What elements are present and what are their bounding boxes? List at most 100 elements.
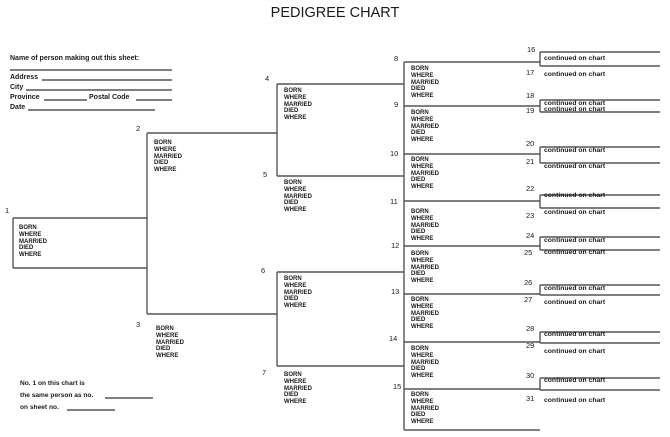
person-5-where-label: WHERE xyxy=(284,186,307,193)
person-10-where-label: WHERE xyxy=(411,184,434,191)
date-label: Date xyxy=(10,104,26,111)
ancestor-29-continued-label: continued on chart xyxy=(544,348,606,355)
person-6-where-label: WHERE xyxy=(284,303,307,310)
person-2-where-label: WHERE xyxy=(154,167,177,174)
note-line-3: on sheet no. xyxy=(20,404,59,411)
person-14-married-label: MARRIED xyxy=(411,359,439,366)
person-8-died-label: DIED xyxy=(411,86,426,93)
person-11-number: 11 xyxy=(390,197,398,206)
person-1-born-label: BORN xyxy=(19,225,37,231)
person-10-born-label: BORN xyxy=(411,157,429,163)
person-6-number: 6 xyxy=(261,266,266,275)
person-15-where-label: WHERE xyxy=(411,419,434,426)
person-13-died-label: DIED xyxy=(411,317,426,324)
ancestor-22-number: 22 xyxy=(526,184,535,193)
person-10-died-label: DIED xyxy=(411,177,426,184)
ancestor-29-number: 29 xyxy=(526,341,535,350)
person-15-died-label: DIED xyxy=(411,412,426,419)
person-8-married-label: MARRIED xyxy=(411,79,439,86)
person-15-born-label: BORN xyxy=(411,392,429,398)
person-12-born-label: BORN xyxy=(411,251,429,257)
person-1-died-label: DIED xyxy=(19,245,34,252)
person-13-married-label: MARRIED xyxy=(411,310,439,317)
postal-code-label: Postal Code xyxy=(89,94,130,101)
person-4-born-label: BORN xyxy=(284,88,302,94)
person-13-born-label: BORN xyxy=(411,297,429,303)
person-12-married-label: MARRIED xyxy=(411,264,439,271)
person-8-where-label: WHERE xyxy=(411,93,434,100)
person-12-where-label: WHERE xyxy=(411,257,434,264)
person-7-number: 7 xyxy=(262,368,267,377)
person-12-number: 12 xyxy=(391,241,400,250)
person-9-died-label: DIED xyxy=(411,130,426,137)
person-3-born-label: BORN xyxy=(156,326,174,332)
ancestor-26-continued-label: continued on chart xyxy=(544,285,606,292)
ancestor-19-number: 19 xyxy=(526,106,535,115)
ancestor-30-number: 30 xyxy=(526,371,535,380)
ancestor-22-continued-label: continued on chart xyxy=(544,192,606,199)
person-8-born-label: BORN xyxy=(411,66,429,72)
person-15-number: 15 xyxy=(393,382,402,391)
person-9-number: 9 xyxy=(394,100,399,109)
ancestor-26-number: 26 xyxy=(524,278,533,287)
person-11-born-label: BORN xyxy=(411,209,429,215)
province-label: Province xyxy=(10,94,40,101)
person-10-married-label: MARRIED xyxy=(411,170,439,177)
person-9-married-label: MARRIED xyxy=(411,123,439,130)
person-8-number: 8 xyxy=(394,54,399,63)
person-2-number: 2 xyxy=(136,124,141,133)
person-6-married-label: MARRIED xyxy=(284,289,312,296)
ancestor-31-continued-label: continued on chart xyxy=(544,397,606,404)
person-15-where-label: WHERE xyxy=(411,398,434,405)
person-13-where-label: WHERE xyxy=(411,303,434,310)
person-14-born-label: BORN xyxy=(411,346,429,352)
person-10-where-label: WHERE xyxy=(411,163,434,170)
person-11-died-label: DIED xyxy=(411,229,426,236)
person-5-number: 5 xyxy=(263,170,268,179)
ancestor-16-continued-label: continued on chart xyxy=(544,55,606,62)
person-14-where-label: WHERE xyxy=(411,352,434,359)
person-1-married-label: MARRIED xyxy=(19,238,47,245)
person-7-died-label: DIED xyxy=(284,392,299,399)
person-3-married-label: MARRIED xyxy=(156,339,184,346)
ancestor-17-number: 17 xyxy=(526,68,535,77)
person-3-where-label: WHERE xyxy=(156,332,179,339)
ancestor-24-number: 24 xyxy=(526,231,535,240)
person-2-born-label: BORN xyxy=(154,140,172,146)
ancestor-16-number: 16 xyxy=(527,45,536,54)
ancestor-20-continued-label: continued on chart xyxy=(544,147,606,154)
person-12-died-label: DIED xyxy=(411,271,426,278)
ancestor-27-number: 27 xyxy=(524,295,533,304)
person-8-where-label: WHERE xyxy=(411,72,434,79)
ancestor-24-continued-label: continued on chart xyxy=(544,237,606,244)
ancestor-21-continued-label: continued on chart xyxy=(544,163,606,170)
person-6-where-label: WHERE xyxy=(284,282,307,289)
ancestor-23-continued-label: continued on chart xyxy=(544,209,606,216)
note-line-1: No. 1 on this chart is xyxy=(20,380,85,387)
ancestor-25-continued-label: continued on chart xyxy=(544,249,606,256)
person-7-born-label: BORN xyxy=(284,372,302,378)
person-4-where-label: WHERE xyxy=(284,115,307,122)
maker-label: Name of person making out this sheet: xyxy=(10,55,140,62)
person-14-died-label: DIED xyxy=(411,366,426,373)
person-2-died-label: DIED xyxy=(154,160,169,167)
ancestor-18-continued-label: continued on chart xyxy=(544,100,606,107)
person-6-died-label: DIED xyxy=(284,296,299,303)
city-label: City xyxy=(10,84,24,91)
person-9-born-label: BORN xyxy=(411,110,429,116)
person-4-married-label: MARRIED xyxy=(284,101,312,108)
person-13-where-label: WHERE xyxy=(411,324,434,331)
person-5-born-label: BORN xyxy=(284,180,302,186)
ancestor-30-continued-label: continued on chart xyxy=(544,377,606,384)
person-3-where-label: WHERE xyxy=(156,353,179,360)
ancestor-25-number: 25 xyxy=(524,248,533,257)
person-14-number: 14 xyxy=(389,334,398,343)
person-15-married-label: MARRIED xyxy=(411,405,439,412)
person-13-number: 13 xyxy=(391,287,400,296)
person-7-married-label: MARRIED xyxy=(284,385,312,392)
person-1-number: 1 xyxy=(5,206,10,215)
ancestor-20-number: 20 xyxy=(526,139,535,148)
ancestor-27-continued-label: continued on chart xyxy=(544,299,606,306)
address-label: Address xyxy=(10,74,39,81)
